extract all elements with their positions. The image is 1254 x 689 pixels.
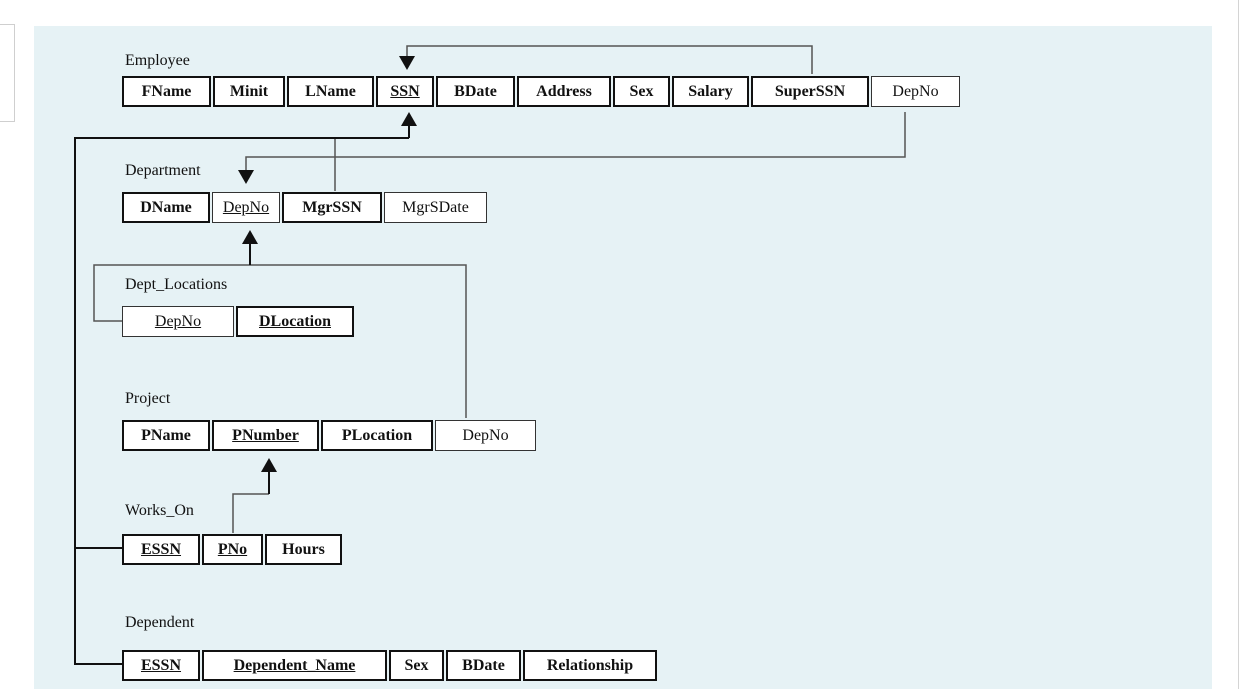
dependent-title: Dependent [125, 614, 195, 631]
arrowhead-pnumber [261, 458, 277, 472]
employee-attr-ssn: SSN [376, 76, 434, 107]
employee-attr-sex: Sex [613, 76, 670, 107]
employee-attr-bdate: BDate [436, 76, 515, 107]
department-attr-dname: DName [122, 192, 210, 223]
works-on-title: Works_On [125, 502, 194, 519]
dept-locations-attr-depno: DepNo [122, 306, 234, 337]
arrowhead-department-depno-bottom [242, 230, 258, 244]
project-attr-pnumber: PNumber [212, 420, 319, 451]
dept-locations-title: Dept_Locations [125, 276, 228, 293]
project-attr-depno: DepNo [435, 420, 536, 451]
project-attr-pname: PName [122, 420, 210, 451]
dependent-attr-bdate: BDate [446, 650, 521, 681]
connector-essn-to-ssn [74, 137, 409, 665]
employee-attr-address: Address [517, 76, 611, 107]
employee-attr-superssn: SuperSSN [751, 76, 869, 107]
dependent-attr-relationship: Relationship [523, 650, 657, 681]
page-edge-right [1238, 0, 1239, 689]
department-attr-mgrssn: MgrSSN [282, 192, 382, 223]
project-title: Project [125, 390, 171, 407]
employee-attr-depno: DepNo [871, 76, 960, 107]
connector-dept-locations-depno [93, 264, 467, 418]
project-attr-plocation: PLocation [321, 420, 433, 451]
diagram-canvas [34, 26, 1212, 689]
arrowhead-ssn-top [399, 56, 415, 70]
dependent-attr-essn: ESSN [122, 650, 200, 681]
connector-superssn-to-ssn [406, 45, 813, 74]
employee-title: Employee [125, 52, 190, 69]
employee-attr-lname: LName [287, 76, 374, 107]
dept-locations-attr-dlocation: DLocation [236, 306, 354, 337]
department-attr-depno: DepNo [212, 192, 280, 223]
department-attr-mgrsdate: MgrSDate [384, 192, 487, 223]
dependent-attr-sex: Sex [389, 650, 444, 681]
connector-employee-depno-to-department [245, 112, 906, 172]
department-title: Department [125, 162, 201, 179]
connector-pno-to-pnumber [232, 493, 269, 533]
employee-attr-fname: FName [122, 76, 211, 107]
works-on-attr-hours: Hours [265, 534, 342, 565]
dependent-attr-dependent-name: Dependent_Name [202, 650, 387, 681]
connector-mgrssn-to-ssn [334, 137, 409, 191]
arrowhead-department-depno [238, 170, 254, 184]
arrowhead-ssn-bottom [401, 112, 417, 126]
employee-attr-minit: Minit [213, 76, 285, 107]
employee-attr-salary: Salary [672, 76, 749, 107]
works-on-attr-essn: ESSN [122, 534, 200, 565]
page-edge-left [0, 24, 15, 122]
works-on-attr-pno: PNo [202, 534, 263, 565]
